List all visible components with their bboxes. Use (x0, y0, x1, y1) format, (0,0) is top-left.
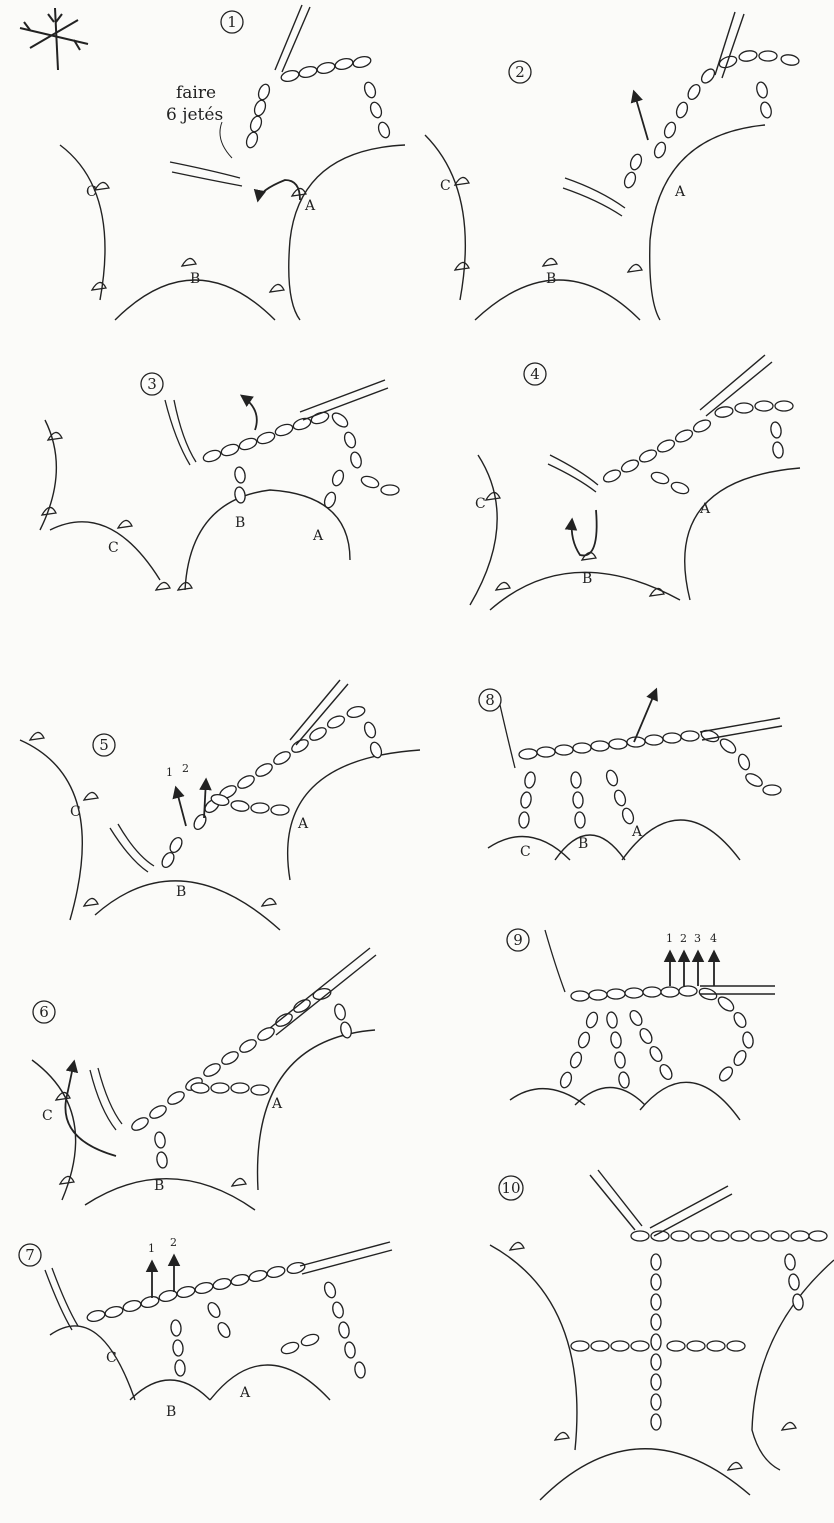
step-10: 10 (490, 1170, 834, 1500)
label-c: C (42, 1108, 53, 1124)
step-5: 5 1 2 (20, 680, 420, 930)
arrow-label-2: 2 (170, 1236, 177, 1249)
step-1-number: 1 (227, 13, 237, 31)
arrow-label-1: 1 (666, 932, 673, 945)
step-1: 1 C B A faire 6 jetés (60, 5, 405, 320)
label-a: A (239, 1385, 251, 1401)
step-9-number: 9 (513, 931, 523, 949)
step-7: 7 (19, 1236, 392, 1420)
step-2: 2 C B A (425, 12, 800, 320)
step-3: 3 C B A (40, 373, 399, 590)
arrow-label-1: 1 (166, 766, 173, 779)
step-10-number: 10 (501, 1179, 520, 1197)
label-c: C (440, 178, 451, 194)
step-4: 4 C B A (470, 355, 800, 610)
label-b: B (190, 271, 200, 287)
label-a: A (674, 184, 686, 200)
label-c: C (86, 184, 97, 200)
arrow-label-3: 3 (694, 932, 701, 945)
snowflake-motif-icon (20, 8, 88, 70)
arrow-label-2: 2 (182, 762, 189, 775)
step-6-number: 6 (39, 1003, 49, 1021)
label-b: B (235, 515, 245, 531)
label-c: C (108, 540, 119, 556)
label-a: A (304, 198, 316, 214)
label-b: B (578, 836, 588, 852)
step-4-number: 4 (530, 365, 540, 383)
arrow-label-2: 2 (680, 932, 687, 945)
label-a: A (631, 824, 643, 840)
label-b: B (582, 571, 592, 587)
step-3-number: 3 (147, 375, 157, 393)
label-b: B (546, 271, 556, 287)
label-b: B (166, 1404, 176, 1420)
step-8: 8 (479, 689, 782, 860)
label-a: A (699, 501, 711, 517)
step-8-number: 8 (485, 691, 495, 709)
label-a: A (271, 1096, 283, 1112)
label-b: B (176, 884, 186, 900)
label-a: A (297, 816, 309, 832)
instruction-line-2: 6 jetés (166, 105, 223, 125)
instruction-line-1: faire (176, 83, 216, 103)
label-b: B (154, 1178, 164, 1194)
label-a: A (312, 528, 324, 544)
step-6: 6 C (32, 948, 376, 1210)
step-7-number: 7 (25, 1246, 35, 1264)
label-c: C (70, 804, 81, 820)
step-5-number: 5 (99, 736, 109, 754)
label-c: C (520, 844, 531, 860)
step-9: 9 (507, 929, 775, 1120)
label-c: C (475, 496, 486, 512)
arrow-label-4: 4 (710, 932, 717, 945)
step-2-number: 2 (515, 63, 525, 81)
label-c: C (106, 1350, 117, 1366)
arrow-label-1: 1 (148, 1242, 155, 1255)
